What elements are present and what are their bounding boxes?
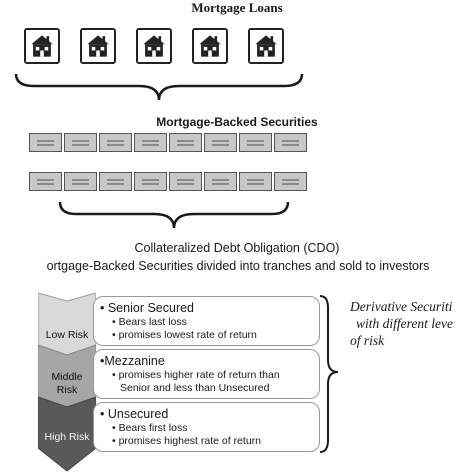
tier-bullet: • Bears first loss — [112, 422, 188, 434]
securities-row-1 — [29, 133, 307, 155]
risk-label-middle-line1: Middle — [51, 371, 83, 383]
house-icon — [136, 28, 172, 64]
tier-mezzanine: •Mezzanine • promises higher rate of ret… — [93, 349, 320, 399]
security-block — [99, 133, 132, 152]
security-block — [239, 172, 272, 191]
security-block — [64, 172, 97, 191]
security-block — [204, 133, 237, 152]
side-note-line3: of risk — [350, 333, 385, 348]
security-block — [239, 133, 272, 152]
risk-label-low: Low Risk — [45, 329, 89, 341]
side-note-line2: with different leve — [356, 316, 453, 331]
loans-brace — [14, 73, 304, 101]
tier-bullet: • promises highest rate of return — [112, 435, 261, 447]
tier-unsecured: • Unsecured • Bears first loss • promise… — [93, 402, 320, 452]
security-block — [29, 172, 62, 191]
risk-label-middle: Middle Risk — [38, 371, 96, 397]
security-block — [274, 172, 307, 191]
tier-bullet: • Bears last loss — [112, 316, 187, 328]
side-note-line1: Derivative Securiti — [350, 299, 453, 314]
securities-brace — [58, 201, 290, 229]
security-block — [134, 172, 167, 191]
house-icon — [24, 28, 60, 64]
tier-name: •Mezzanine — [100, 354, 165, 368]
house-icon — [80, 28, 116, 64]
securities-row-2 — [29, 172, 307, 194]
security-block — [169, 133, 202, 152]
security-block — [99, 172, 132, 191]
security-block — [204, 172, 237, 191]
tier-bullet: • promises lowest rate of return — [112, 329, 257, 341]
cdo-subtitle: ortgage-Backed Securities divided into t… — [46, 259, 430, 273]
tier-name: • Unsecured — [100, 407, 169, 421]
cdo-heading: Collateralized Debt Obligation (CDO) — [134, 241, 340, 255]
security-block — [274, 133, 307, 152]
house-icon — [248, 28, 284, 64]
house-icon — [192, 28, 228, 64]
tier-bullet: • promises higher rate of return than — [112, 369, 280, 381]
risk-label-middle-line2: Risk — [56, 384, 78, 396]
security-block — [169, 172, 202, 191]
tier-name: • Senior Secured — [100, 301, 195, 315]
security-block — [29, 133, 62, 152]
tier-senior-secured: • Senior Secured • Bears last loss • pro… — [93, 296, 320, 346]
mortgage-backed-securities-heading: Mortgage-Backed Securities — [156, 115, 318, 129]
risk-arrow — [38, 293, 96, 472]
derivative-securities-note: Derivative Securiti with different leve … — [350, 298, 474, 349]
tranches-brace — [319, 295, 339, 453]
mortgage-loans-heading: Mortgage Loans — [191, 0, 283, 15]
risk-label-high: High Risk — [44, 431, 90, 443]
security-block — [134, 133, 167, 152]
security-block — [64, 133, 97, 152]
mortgage-loans-row — [24, 28, 284, 68]
tier-bullet: Senior and less than Unsecured — [120, 382, 270, 394]
